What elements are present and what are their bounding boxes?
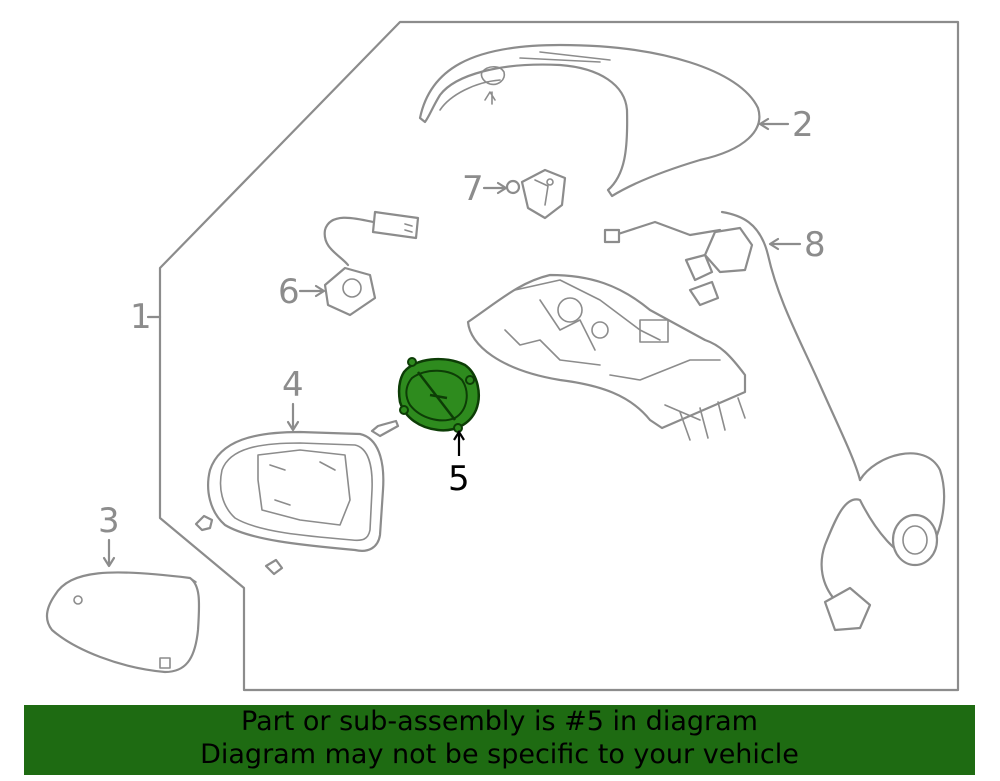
callout-1: 1 <box>130 297 152 337</box>
callout-4: 4 <box>282 365 304 405</box>
callout-6: 6 <box>278 272 300 312</box>
part-7-actuator <box>505 168 567 220</box>
callout-3: 3 <box>98 501 120 541</box>
banner-line-1: Part or sub-assembly is #5 in diagram <box>241 706 758 737</box>
callout-7: 7 <box>462 169 484 209</box>
screws <box>194 419 400 576</box>
callout-8: 8 <box>804 225 826 265</box>
part-5-highlighted <box>397 357 480 433</box>
part-6-lamp-harness <box>323 210 420 317</box>
part-4-glass-holder <box>207 430 385 552</box>
part-3-mirror-glass <box>45 571 201 674</box>
part-2-mirror-cover <box>418 43 761 198</box>
callout-5: 5 <box>448 459 470 499</box>
part-1-housing <box>466 273 747 441</box>
parts-diagram: 1 2 7 6 8 <box>45 20 960 692</box>
banner-line-2: Diagram may not be specific to your vehi… <box>200 739 799 770</box>
info-banner: Part or sub-assembly is #5 in diagram Di… <box>24 705 975 775</box>
assembly-outline <box>158 20 960 692</box>
part-8-wire-harness <box>603 210 946 632</box>
callout-2: 2 <box>792 105 814 145</box>
